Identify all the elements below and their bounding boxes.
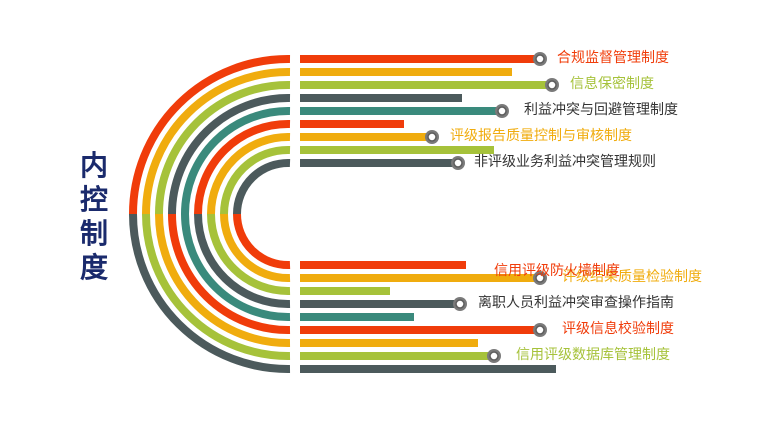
top-arc-3 [168,93,291,215]
top-bar-3 [300,94,462,102]
bottom-arc-0 [129,213,291,374]
bottom-bar-3 [300,326,540,334]
top-bar-8 [300,159,458,167]
knob-center-icon [547,80,557,90]
top-arc-1 [142,67,291,215]
knob-center-icon [427,132,437,142]
top-label-2: 信息保密制度 [570,76,654,92]
knob-center-icon [453,158,463,168]
title-char-0: 内 [79,149,108,182]
title-char-1: 控 [79,183,108,216]
knob-center-icon [489,351,499,361]
top-bar-1 [300,68,512,76]
top-bar-4 [300,107,502,115]
bottom-arc-8 [233,213,291,270]
top-bar-6 [300,133,432,141]
bottom-arc-2 [155,213,291,348]
bottom-label-3: 评级信息校验制度 [562,321,674,337]
title-char-2: 制 [79,217,108,250]
top-bar-2 [300,81,552,89]
title-char-3: 度 [79,251,108,284]
bottom-bar-7 [300,274,540,282]
top-label-4: 利益冲突与回避管理制度 [524,102,678,118]
knob-center-icon [497,106,507,116]
bottom-bar-8 [300,261,466,269]
top-arc-0 [129,54,291,215]
bottom-bar-1 [300,352,494,360]
bottom-label-1: 信用评级数据库管理制度 [516,347,670,363]
bottom-bar-2 [300,339,478,347]
bottom-bar-6 [300,287,390,295]
top-bar-5 [300,120,404,128]
top-arc-8 [233,158,291,215]
bottom-arc-7 [220,213,291,283]
top-arc-7 [220,145,291,215]
top-bar-7 [300,146,494,154]
bottom-arc-4 [181,213,291,322]
top-label-8: 非评级业务利益冲突管理规则 [474,154,656,170]
bottom-bar-0 [300,365,556,373]
bottom-label-8: 信用评级防火墙制度 [494,263,620,279]
top-arc-4 [181,106,291,215]
bottom-arc-3 [168,213,291,335]
bottom-bar-5 [300,300,460,308]
top-arc-5 [194,119,291,215]
top-bar-0 [300,55,540,63]
knob-center-icon [535,325,545,335]
knob-center-icon [535,273,545,283]
top-label-0: 合规监督管理制度 [557,50,669,66]
knob-center-icon [535,54,545,64]
bottom-arc-1 [142,213,291,361]
bottom-label-5: 离职人员利益冲突审查操作指南 [478,295,674,311]
bottom-arc-6 [207,213,291,296]
top-label-6: 评级报告质量控制与审核制度 [450,128,632,144]
knob-center-icon [455,299,465,309]
top-arc-2 [155,80,291,215]
bottom-label-7: 评级结果质量检验制度 [562,269,702,285]
bottom-arc-5 [194,213,291,309]
top-arc-6 [207,132,291,215]
bottom-bar-4 [300,313,414,321]
